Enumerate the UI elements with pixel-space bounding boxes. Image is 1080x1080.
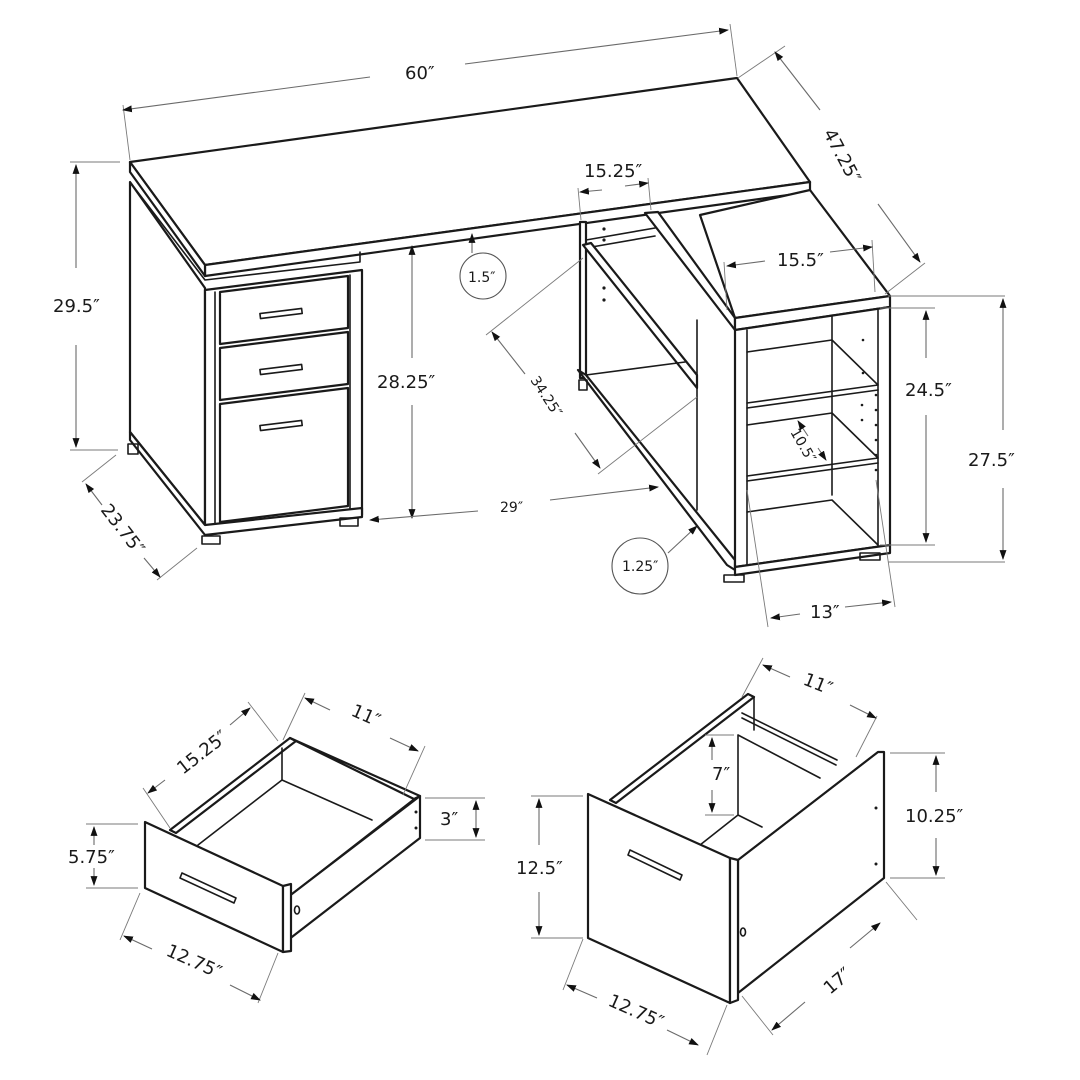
dim-small-drawer-front-height: 5.75″ [68,847,115,868]
drawer-3-front [218,386,350,524]
dim-small-drawer-depth: 15.25″ [173,726,232,779]
dim-file-drawer-front-height: 12.5″ [516,858,563,879]
dim-small-drawer-front-width: 12.75″ [163,940,225,983]
return-upper-rail [581,241,699,390]
foot [859,552,881,561]
file-drawer-detail: 11″ 7″ 10.25″ 12.5″ 12.75″ 17″ [516,657,964,1056]
dim-file-drawer-depth: 17″ [820,964,856,999]
dim-file-drawer-side-height: 10.25″ [905,806,964,827]
foot [339,517,359,527]
dim-small-drawer-inner-width: 11″ [348,700,384,731]
small-drawer-detail: 15.25″ 11″ 3″ 5.75″ 12.75″ [68,692,485,1004]
pedestal-base [128,430,364,537]
dim-return-opening: 15.25″ [584,161,643,182]
foot [127,443,139,455]
dim-shelf-depth: 13″ [810,602,840,623]
dim-top-thickness: 1.5″ [468,270,496,286]
foot [578,379,588,391]
desk-assembly [127,76,892,583]
dim-shelf-inner-height: 24.5″ [905,380,952,401]
foot [201,535,221,545]
dim-small-drawer-side-height: 3″ [440,809,458,830]
dim-knee-width: 29″ [500,500,523,516]
dim-file-drawer-front-width: 12.75″ [605,990,667,1033]
shelf-2 [746,412,879,482]
drawer-2-handle-icon [259,363,304,376]
foot [723,574,745,583]
dim-shelf-overall-height: 27.5″ [968,450,1015,471]
dim-file-drawer-inner-width: 11″ [800,669,836,700]
file-drawer-handle-icon [627,849,683,881]
return-bottom-rail [576,368,737,572]
shelf-bottom [746,499,879,546]
desktop-left-edge [128,160,207,278]
dim-overall-height: 29.5″ [53,296,100,317]
small-drawer-right-side [286,794,422,942]
dim-return-inner-depth: 34.25″ [527,373,565,420]
shelf-unit-frame [733,305,892,569]
file-drawer-hanger-rail [741,712,838,766]
drawer-3-handle-icon [259,419,304,432]
dim-panel-thickness: 1.25″ [622,559,658,575]
dim-shelf-top-width: 15.5″ [777,250,824,271]
small-drawer-back [288,736,422,801]
dim-return-length: 47.25″ [819,125,865,187]
shelf-1 [746,339,879,409]
file-drawer-right-side [736,750,886,995]
file-drawer-left-side [608,692,756,805]
dim-desk-depth: 23.75″ [96,500,149,559]
drawer-1-handle-icon [259,307,304,320]
dim-file-drawer-hanger-depth: 7″ [712,764,730,785]
dim-knee-height: 28.25″ [377,372,436,393]
small-drawer-handle-icon [179,872,237,904]
pedestal-top-trim [129,181,361,281]
dim-desk-width: 60″ [405,63,435,84]
file-drawer-front [586,792,732,1005]
